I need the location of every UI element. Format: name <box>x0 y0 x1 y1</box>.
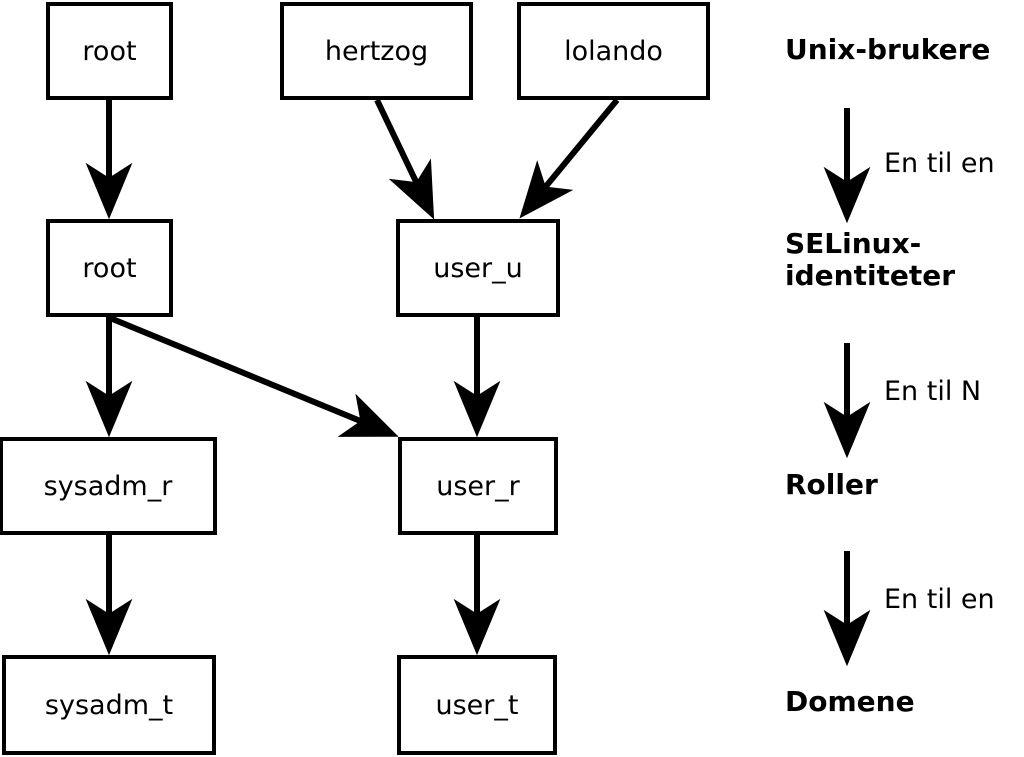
node-unix-user-hertzog[interactable]: hertzog <box>280 2 473 100</box>
node-label: user_u <box>433 252 523 284</box>
node-label: user_r <box>436 470 520 502</box>
legend-edge-label-one-to-n: En til N <box>884 376 982 407</box>
edge-selroot-to-userr <box>108 315 399 437</box>
node-label: user_t <box>435 689 519 721</box>
legend-layer-selinux-identiteter: SELinux- identiteter <box>785 227 956 292</box>
edge-lolando-to-useru <box>519 98 620 219</box>
node-label: root <box>82 35 137 67</box>
node-label: root <box>82 252 137 284</box>
node-label: sysadm_t <box>44 689 174 721</box>
node-selinux-identity-root[interactable]: root <box>46 219 173 317</box>
node-domain-sysadm-t[interactable]: sysadm_t <box>2 655 216 755</box>
node-domain-user-t[interactable]: user_t <box>397 655 557 755</box>
legend-layer-domene: Domene <box>785 685 915 718</box>
node-role-sysadm-r[interactable]: sysadm_r <box>0 437 217 535</box>
node-selinux-identity-user-u[interactable]: user_u <box>396 219 560 317</box>
node-unix-user-lolando[interactable]: lolando <box>517 2 710 100</box>
node-role-user-r[interactable]: user_r <box>398 437 558 535</box>
node-label: lolando <box>564 35 663 67</box>
legend-layer-unix-brukere: Unix-brukere <box>785 33 991 66</box>
node-label: sysadm_r <box>43 470 173 502</box>
legend-edge-label-one-to-one-top: En til en <box>884 148 995 179</box>
legend-layer-roller: Roller <box>785 468 878 501</box>
legend-edge-label-one-to-one-bottom: En til en <box>884 584 995 615</box>
edge-hertzog-to-useru <box>374 98 435 220</box>
node-unix-user-root[interactable]: root <box>46 2 173 100</box>
node-label: hertzog <box>324 35 429 67</box>
